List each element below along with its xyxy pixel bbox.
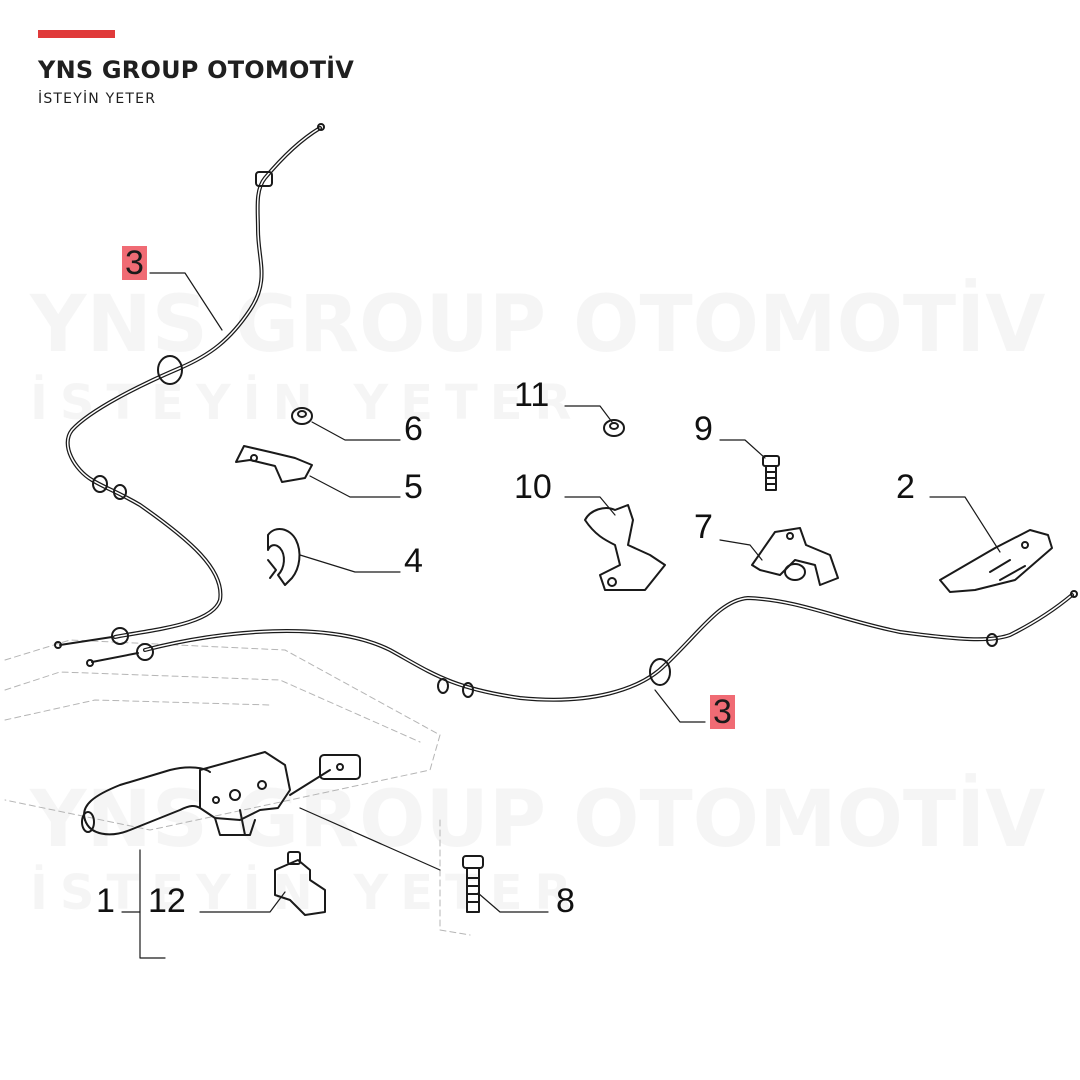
callout-6: 6 bbox=[404, 410, 423, 448]
callout-3-bottom: 3 bbox=[710, 695, 735, 729]
part-8-bolt bbox=[462, 855, 484, 913]
part-2-bracket bbox=[939, 529, 1053, 593]
part-12-switch bbox=[274, 851, 326, 916]
brand-name: YNS GROUP OTOMOTİV bbox=[38, 56, 355, 84]
part-5-bracket bbox=[235, 445, 313, 483]
callout-10: 10 bbox=[514, 468, 552, 506]
part-1-handbrake-lever bbox=[81, 751, 361, 836]
callout-9: 9 bbox=[694, 410, 713, 448]
leader-lines bbox=[121, 272, 1001, 959]
brand-tagline: İSTEYİN YETER bbox=[38, 91, 157, 107]
callout-7: 7 bbox=[694, 508, 713, 546]
callout-8: 8 bbox=[556, 882, 575, 920]
callout-1: 1 bbox=[96, 882, 115, 920]
callout-11: 11 bbox=[514, 376, 550, 414]
part-6-nut bbox=[291, 407, 313, 425]
callout-4: 4 bbox=[404, 542, 423, 580]
callout-12: 12 bbox=[148, 882, 186, 920]
part-4-clip bbox=[267, 528, 301, 586]
cable-left-assembly bbox=[54, 123, 325, 649]
part-7-bracket bbox=[751, 527, 839, 586]
part-9-bolt bbox=[762, 455, 780, 491]
brand-accent-bar bbox=[38, 30, 115, 38]
part-10-bracket bbox=[584, 504, 666, 591]
callout-5: 5 bbox=[404, 468, 423, 506]
callout-2: 2 bbox=[896, 468, 915, 506]
floor-outline-ghost bbox=[4, 639, 471, 936]
cable-right-assembly bbox=[86, 590, 1078, 702]
part-11-nut bbox=[603, 419, 625, 437]
callout-3-top: 3 bbox=[122, 246, 147, 280]
